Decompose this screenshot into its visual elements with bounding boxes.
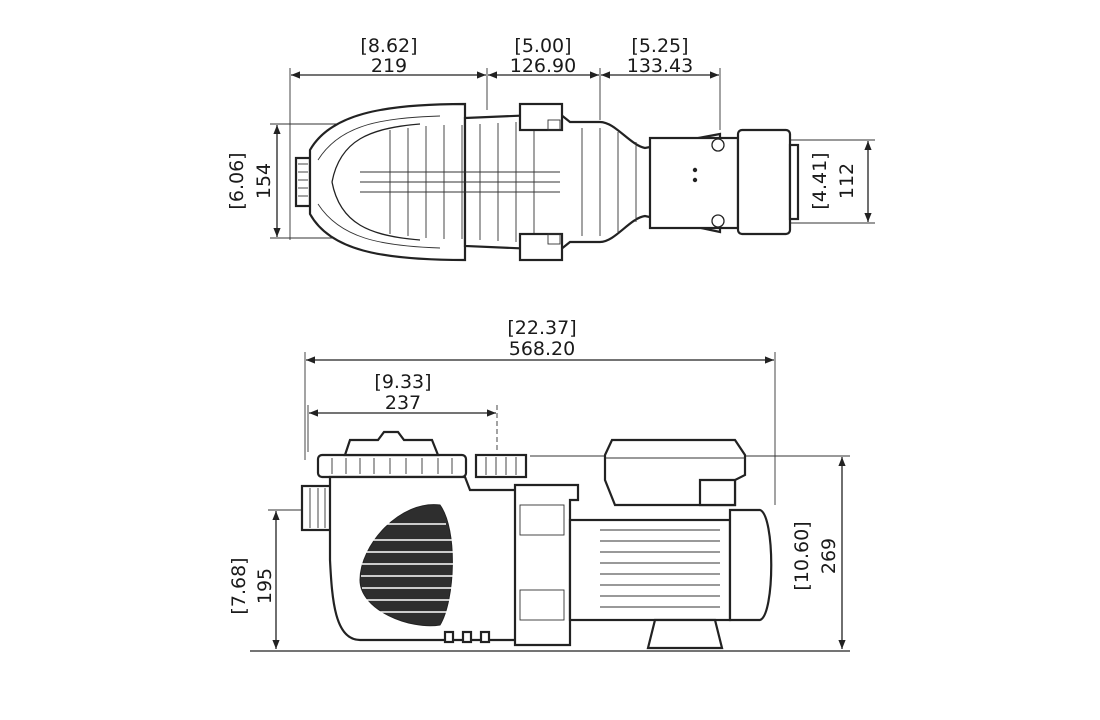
- fan-cover-top: [788, 143, 800, 221]
- pump-top-outline: [294, 102, 800, 262]
- dim-height-right-inch: [4.41]: [809, 152, 831, 209]
- outlet-port-side: [474, 453, 528, 479]
- volute-side: [513, 483, 580, 647]
- dim-a-mm: 219: [371, 55, 407, 77]
- dim-height-left-mm: 154: [253, 163, 275, 199]
- dim-height-right-mm: 112: [836, 163, 858, 199]
- mount-bottom: [518, 232, 564, 262]
- dim-total-mm: 568.20: [509, 338, 575, 360]
- dim-inlet-inch: [9.33]: [374, 371, 431, 393]
- strainer-lid-side: [316, 453, 468, 479]
- top-view: [8.62] 219 [5.00] 126.90 [5.25] 133.43 […: [226, 35, 875, 262]
- side-view: [22.37] 568.20 [9.33] 237 [7.68] 195 [10…: [228, 317, 850, 652]
- dim-right-height-mm: 269: [818, 538, 840, 574]
- dim-right-height-inch: [10.60]: [791, 521, 813, 590]
- fan-cover-side: [728, 508, 773, 622]
- dim-inlet-mm: 237: [385, 392, 421, 414]
- inlet-port-side: [300, 484, 334, 532]
- inlet-port-top: [294, 156, 312, 208]
- dim-c-mm: 133.43: [627, 55, 693, 77]
- motor-foot-side: [646, 618, 724, 650]
- motor-top: [648, 136, 740, 230]
- dim-b-inch: [5.00]: [514, 35, 571, 57]
- motor-body-side: [568, 518, 732, 622]
- motor-cap-top: [736, 128, 792, 236]
- dim-left-height-mm: 195: [254, 568, 276, 604]
- dim-b-mm: 126.90: [510, 55, 576, 77]
- dim-height-left-inch: [6.06]: [226, 152, 248, 209]
- dim-c-inch: [5.25]: [631, 35, 688, 57]
- pump-side-outline: [300, 430, 773, 650]
- dim-left-height-inch: [7.68]: [228, 557, 250, 614]
- dim-total-inch: [22.37]: [507, 317, 576, 339]
- impeller-view: [359, 504, 453, 627]
- mount-top: [518, 102, 564, 132]
- dim-a-inch: [8.62]: [360, 35, 417, 57]
